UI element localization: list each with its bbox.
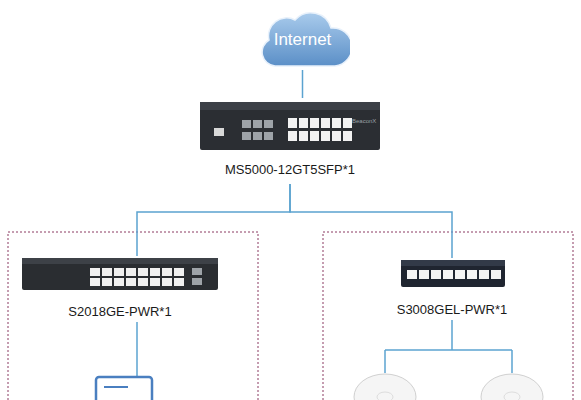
switch-top	[22, 258, 218, 264]
rj45-port	[102, 268, 112, 276]
rj45-port	[343, 131, 352, 141]
rj45-port	[288, 131, 297, 141]
rj45-port	[90, 268, 100, 276]
rj45-port	[467, 270, 477, 279]
sfp-port	[242, 132, 251, 140]
rj45-port	[114, 268, 124, 276]
rj45-port	[90, 278, 100, 286]
access-point	[354, 374, 416, 400]
sfp-port	[253, 120, 262, 128]
rj45-port	[174, 268, 184, 276]
rj45-port	[479, 270, 489, 279]
rj45-port	[343, 118, 352, 128]
rj45-port	[407, 270, 417, 279]
device-model-label: MS5000-12GT5SFP*1	[190, 162, 390, 177]
cloud-label: Internet	[255, 30, 350, 50]
rj45-port	[138, 268, 148, 276]
switch-top	[401, 260, 505, 266]
network-link	[290, 184, 452, 258]
pc-icon	[96, 377, 152, 400]
console-port	[214, 128, 224, 136]
wire	[384, 350, 386, 373]
rj45-port	[299, 118, 308, 128]
rj45-port	[455, 270, 465, 279]
switch-body	[22, 258, 218, 290]
wire	[385, 349, 512, 351]
rj45-port	[310, 118, 319, 128]
rj45-port	[299, 131, 308, 141]
rj45-port	[102, 278, 112, 286]
rj45-port	[114, 278, 124, 286]
wire	[451, 320, 453, 350]
poe-switch: S2018GE-PWR*1	[20, 256, 220, 322]
sfp-port	[264, 120, 273, 128]
sfp-port	[264, 132, 273, 140]
wire	[511, 350, 513, 373]
rj45-port	[174, 278, 184, 286]
sfp-port	[253, 132, 262, 140]
wire	[136, 322, 138, 377]
access-point-logo	[377, 392, 393, 400]
sfp-port	[192, 278, 202, 285]
rj45-port	[126, 268, 136, 276]
access-point	[481, 374, 543, 400]
sfp-port	[242, 120, 251, 128]
rj45-port	[150, 268, 160, 276]
device-model-label: S2018GE-PWR*1	[20, 304, 220, 319]
brand-mark: BeaconX	[352, 118, 376, 124]
rj45-port	[431, 270, 441, 279]
sfp-port	[192, 268, 202, 275]
rj45-port	[126, 278, 136, 286]
cloud-node: Internet	[255, 10, 350, 70]
rj45-port	[491, 270, 501, 279]
switch-body	[200, 102, 380, 150]
rj45-port	[321, 118, 330, 128]
pc-icon-slot	[104, 386, 128, 388]
rj45-port	[288, 118, 297, 128]
network-link	[302, 70, 304, 98]
network-link	[137, 184, 290, 256]
switch-top	[200, 102, 380, 110]
group-frame	[8, 232, 258, 400]
core-switch: MS5000-12GT5SFP*1	[190, 98, 390, 184]
rj45-port	[138, 278, 148, 286]
rj45-port	[321, 131, 330, 141]
rj45-port	[419, 270, 429, 279]
rj45-port	[443, 270, 453, 279]
access-point-logo	[504, 392, 520, 400]
group-frame	[323, 232, 573, 400]
rj45-port	[332, 118, 341, 128]
switch-body	[401, 260, 505, 287]
poe-switch: S3008GEL-PWR*1	[377, 258, 527, 320]
rj45-port	[332, 131, 341, 141]
rj45-port	[162, 278, 172, 286]
rj45-port	[310, 131, 319, 141]
device-model-label: S3008GEL-PWR*1	[377, 302, 527, 317]
rj45-port	[150, 278, 160, 286]
rj45-port	[162, 268, 172, 276]
